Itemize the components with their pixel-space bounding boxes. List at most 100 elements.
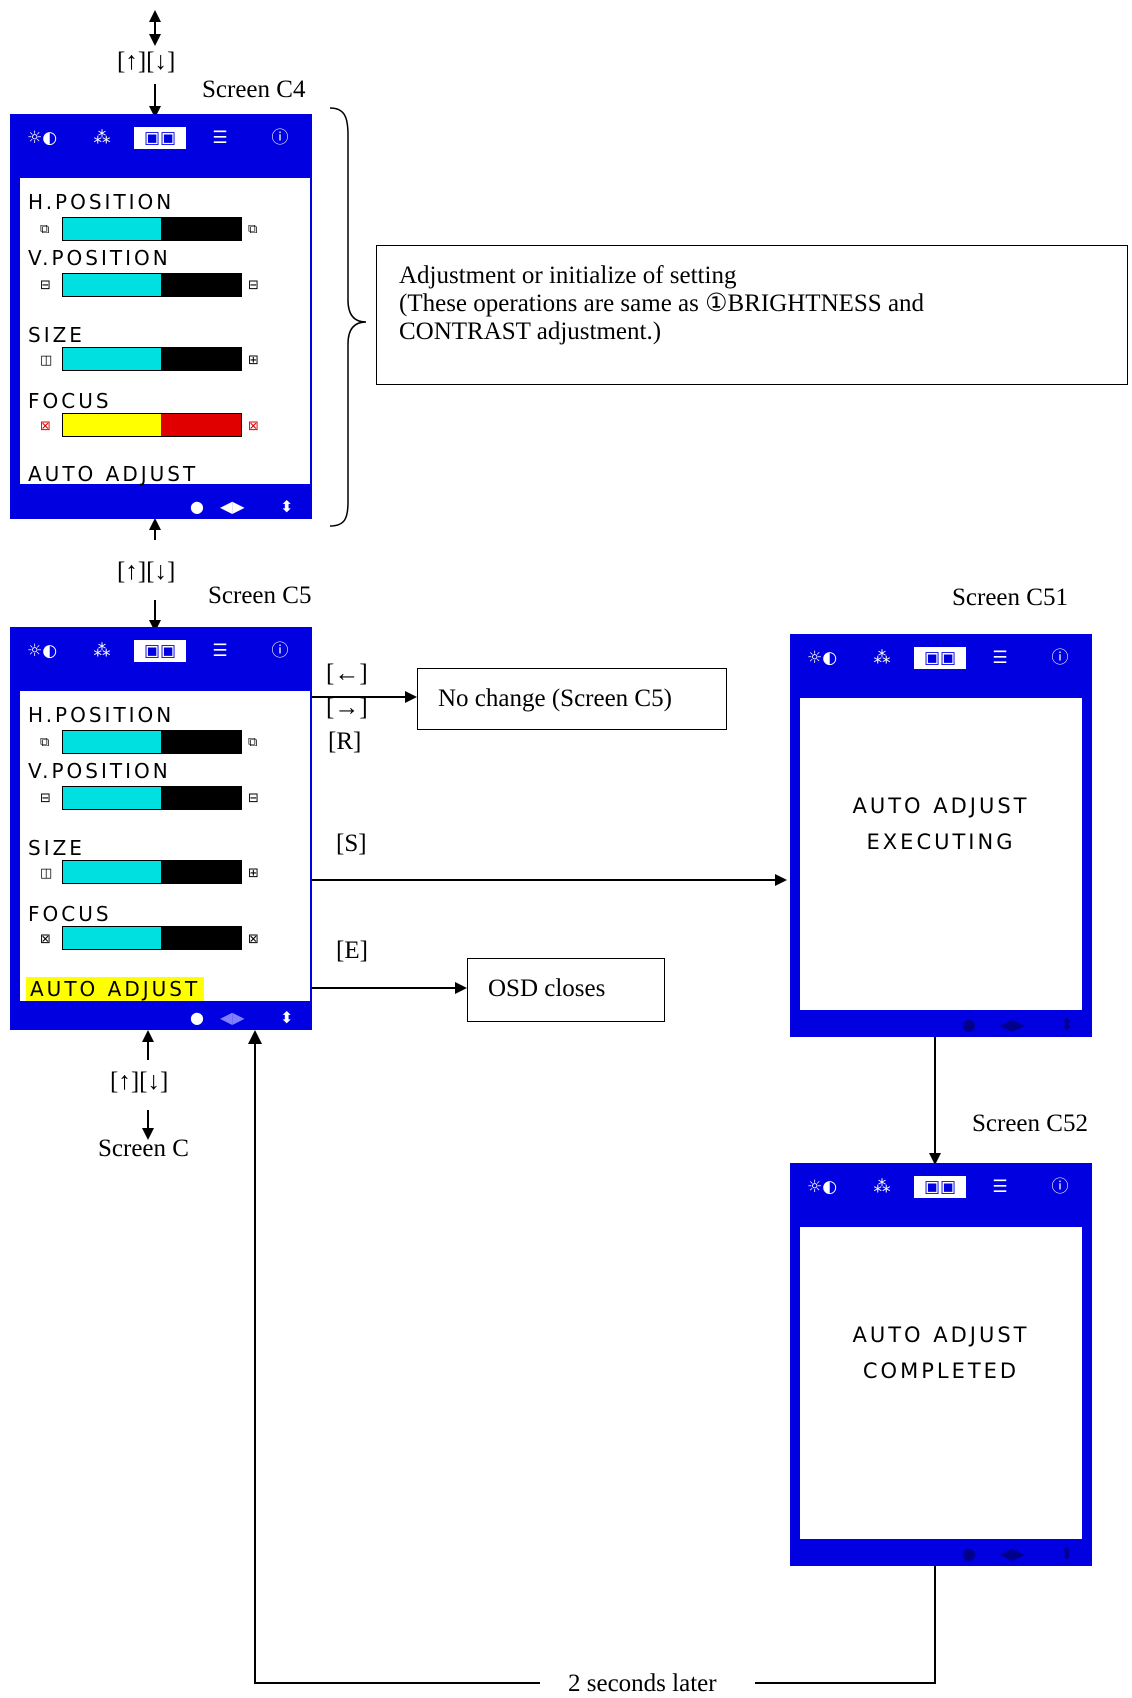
osd-tab-bar: ☼◐ ⁂ ▣▣ ☰ ⓘ	[10, 114, 312, 154]
osd-footer: ● ◀▶ ⬍	[790, 1013, 1092, 1037]
v-position-label: V.POSITION	[28, 246, 171, 270]
size-bar	[62, 860, 242, 884]
color-icon: ⁂	[93, 128, 111, 148]
left-right-icon: ◀▶	[1000, 1015, 1025, 1034]
up-down-icon: ⬍	[1060, 1015, 1074, 1034]
completed-message-line-1: AUTO ADJUST	[852, 1323, 1030, 1347]
osd-screen-c4: ☼◐ ⁂ ▣▣ ☰ ⓘ H.POSITION ⧉ ⧉ V.POSITION ⊟ …	[10, 114, 312, 519]
focus-bar	[62, 413, 242, 437]
size-large-icon: ⊞	[248, 866, 259, 881]
geometry-icon: ▣▣	[914, 647, 966, 669]
right-key-label: [→]	[326, 694, 368, 721]
select-dot-icon: ●	[962, 1015, 976, 1034]
v-position-up-icon: ⊟	[248, 278, 259, 293]
reset-key-label: [R]	[328, 728, 362, 755]
osd-screen-c52: ☼◐ ⁂ ▣▣ ☰ ⓘ AUTO ADJUST COMPLETED ● ◀▶ ⬍	[790, 1163, 1092, 1566]
osd-footer: ● ◀▶ ⬍	[10, 1006, 312, 1030]
v-position-bar	[62, 786, 242, 810]
osd-panel: H.POSITION ⧉ ⧉ V.POSITION ⊟ ⊟ SIZE ◫ ⊞ F…	[20, 691, 310, 1001]
brightness-contrast-icon: ☼◐	[26, 128, 58, 148]
updown-key-label-bottom: [↑][↓]	[110, 1068, 169, 1095]
osd-panel: AUTO ADJUST EXECUTING	[800, 698, 1082, 1010]
screen-c-label: Screen C	[98, 1135, 189, 1162]
h-position-bar	[62, 217, 242, 241]
size-label: SIZE	[28, 836, 85, 860]
color-icon: ⁂	[93, 641, 111, 661]
select-dot-icon: ●	[190, 497, 204, 516]
size-bar	[62, 347, 242, 371]
osd-tab-bar: ☼◐ ⁂ ▣▣ ☰ ⓘ	[790, 634, 1092, 674]
h-position-bar	[62, 730, 242, 754]
screen-c52-title: Screen C52	[972, 1110, 1088, 1137]
up-down-icon: ⬍	[1060, 1544, 1074, 1563]
osd-tab-bar: ☼◐ ⁂ ▣▣ ☰ ⓘ	[790, 1163, 1092, 1203]
note-line-1: Adjustment or initialize of setting	[399, 262, 737, 289]
executing-message-line-2: EXECUTING	[866, 830, 1016, 854]
settings-icon: ☰	[992, 1177, 1008, 1197]
completed-message-line-2: COMPLETED	[862, 1359, 1020, 1383]
focus-label: FOCUS	[28, 902, 112, 926]
osd-footer: ● ◀▶ ⬍	[790, 1542, 1092, 1566]
no-change-box: No change (Screen C5)	[417, 668, 727, 730]
geometry-icon: ▣▣	[134, 640, 186, 662]
size-large-icon: ⊞	[248, 353, 259, 368]
h-position-left-icon: ⧉	[40, 735, 50, 750]
left-right-icon: ◀▶	[220, 497, 245, 516]
settings-icon: ☰	[212, 641, 228, 661]
v-position-up-icon: ⊟	[248, 791, 259, 806]
settings-icon: ☰	[992, 648, 1008, 668]
size-small-icon: ◫	[40, 866, 53, 881]
brightness-contrast-icon: ☼◐	[26, 641, 58, 661]
no-change-text: No change (Screen C5)	[438, 685, 672, 712]
select-dot-icon: ●	[190, 1008, 204, 1027]
up-down-icon: ⬍	[280, 497, 294, 516]
updown-key-label-top: [↑][↓]	[117, 48, 176, 75]
focus-bar	[62, 926, 242, 950]
info-icon: ⓘ	[1051, 648, 1069, 668]
screen-c5-title: Screen C5	[208, 582, 312, 609]
auto-adjust-label-selected[interactable]: AUTO ADJUST	[26, 977, 205, 1001]
screen-c4-title: Screen C4	[202, 76, 306, 103]
osd-screen-c5: ☼◐ ⁂ ▣▣ ☰ ⓘ H.POSITION ⧉ ⧉ V.POSITION ⊟ …	[10, 627, 312, 1030]
select-key-label: [S]	[336, 830, 367, 857]
osd-panel: H.POSITION ⧉ ⧉ V.POSITION ⊟ ⊟ SIZE ◫ ⊞ F…	[20, 178, 310, 486]
osd-footer: ● ◀▶ ⬍	[10, 495, 312, 519]
left-key-label: [←]	[326, 660, 368, 687]
screen-c51-title: Screen C51	[952, 584, 1068, 611]
note-line-3: CONTRAST adjustment.)	[399, 318, 662, 345]
h-position-left-icon: ⧉	[40, 222, 50, 237]
osd-screen-c51: ☼◐ ⁂ ▣▣ ☰ ⓘ AUTO ADJUST EXECUTING ● ◀▶ ⬍	[790, 634, 1092, 1037]
left-right-icon: ◀▶	[1000, 1544, 1025, 1563]
v-position-down-icon: ⊟	[40, 278, 51, 293]
v-position-down-icon: ⊟	[40, 791, 51, 806]
osd-panel: AUTO ADJUST COMPLETED	[800, 1227, 1082, 1539]
size-small-icon: ◫	[40, 353, 53, 368]
osd-closes-box: OSD closes	[467, 958, 665, 1022]
geometry-icon: ▣▣	[914, 1176, 966, 1198]
exit-key-label: [E]	[336, 937, 368, 964]
brightness-contrast-icon: ☼◐	[806, 648, 838, 668]
h-position-label: H.POSITION	[28, 703, 175, 727]
size-label: SIZE	[28, 323, 85, 347]
up-down-icon: ⬍	[280, 1008, 294, 1027]
focus-high-icon: ⊠	[248, 932, 259, 947]
brightness-contrast-icon: ☼◐	[806, 1177, 838, 1197]
adjustment-note-box: Adjustment or initialize of setting (The…	[376, 245, 1128, 385]
left-right-icon: ◀▶	[220, 1008, 245, 1027]
geometry-icon: ▣▣	[134, 127, 186, 149]
select-dot-icon: ●	[962, 1544, 976, 1563]
v-position-bar	[62, 273, 242, 297]
info-icon: ⓘ	[271, 641, 289, 661]
color-icon: ⁂	[873, 648, 891, 668]
info-icon: ⓘ	[271, 128, 289, 148]
note-line-2: (These operations are same as ①BRIGHTNES…	[399, 290, 925, 317]
settings-icon: ☰	[212, 128, 228, 148]
auto-adjust-label: AUTO ADJUST	[28, 462, 199, 486]
color-icon: ⁂	[873, 1177, 891, 1197]
focus-label: FOCUS	[28, 389, 112, 413]
two-seconds-later-label: 2 seconds later	[568, 1670, 717, 1697]
h-position-right-icon: ⧉	[248, 735, 258, 750]
h-position-right-icon: ⧉	[248, 222, 258, 237]
executing-message-line-1: AUTO ADJUST	[852, 794, 1030, 818]
